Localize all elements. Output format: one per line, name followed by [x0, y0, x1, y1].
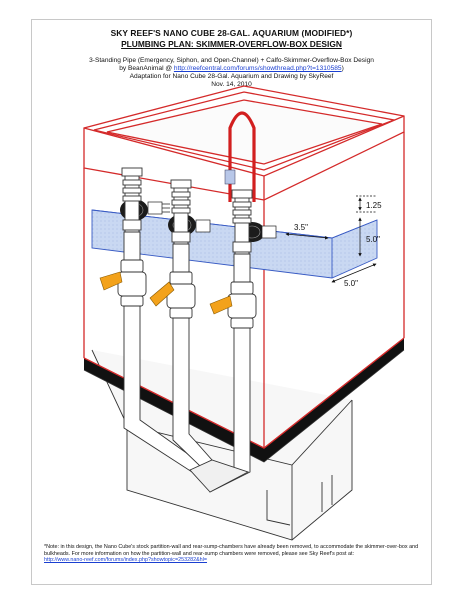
- siphon-tube: [228, 111, 256, 202]
- title-line-1: SKY REEF'S NANO CUBE 28-GAL. AQUARIUM (M…: [110, 28, 353, 38]
- drawing-sheet: SKY REEF'S NANO CUBE 28-GAL. AQUARIUM (M…: [31, 19, 432, 585]
- drain-pipes: [123, 231, 251, 493]
- tank-lid: [83, 85, 405, 201]
- strainer-elbows: [147, 201, 277, 239]
- standpipe-emergency: [121, 167, 143, 233]
- ball-valves: [117, 259, 257, 329]
- siphon-filter: [224, 169, 236, 185]
- dimension-lines: [285, 195, 377, 283]
- valve-handles: [99, 271, 233, 315]
- tank-base-band: [84, 338, 404, 462]
- subtitle-line-3: Adaptation for Nano Cube 28-Gal. Aquariu…: [129, 73, 334, 80]
- dimension-height: 5.0": [366, 235, 380, 244]
- subtitle-line-2: by BeanAnimal @ http://reefcentral.com/f…: [32, 65, 431, 73]
- dimension-top-gap: 1.25: [366, 201, 382, 210]
- subtitle-line-1: 3-Standing Pipe (Emergency, Siphon, and …: [89, 57, 374, 64]
- reefcentral-link[interactable]: http://reefcentral.com/forums/showthread…: [173, 65, 342, 72]
- subtitle-date: Nov. 14, 2010: [211, 81, 252, 88]
- standpipe-open-channel: [231, 189, 253, 255]
- subtitle-line-2-prefix: by BeanAnimal @: [119, 65, 174, 72]
- footnote-text: *Note: in this design, the Nano Cube's s…: [44, 544, 419, 557]
- subtitle-line-2-suffix: ): [341, 65, 344, 72]
- standpipe-siphon: [170, 179, 192, 245]
- dimension-depth: 5.0": [344, 279, 358, 288]
- aquarium-plumbing-diagram: 1.25 3.5" 5.0" 5.0": [83, 85, 405, 541]
- dimension-width: 3.5": [294, 223, 308, 232]
- nano-reef-link[interactable]: http://www.nano-reef.com/forums/index.ph…: [44, 557, 208, 564]
- footnote: *Note: in this design, the Nano Cube's s…: [44, 544, 422, 564]
- title-line-2: PLUMBING PLAN: SKIMMER-OVERFLOW-BOX DESI…: [121, 39, 342, 49]
